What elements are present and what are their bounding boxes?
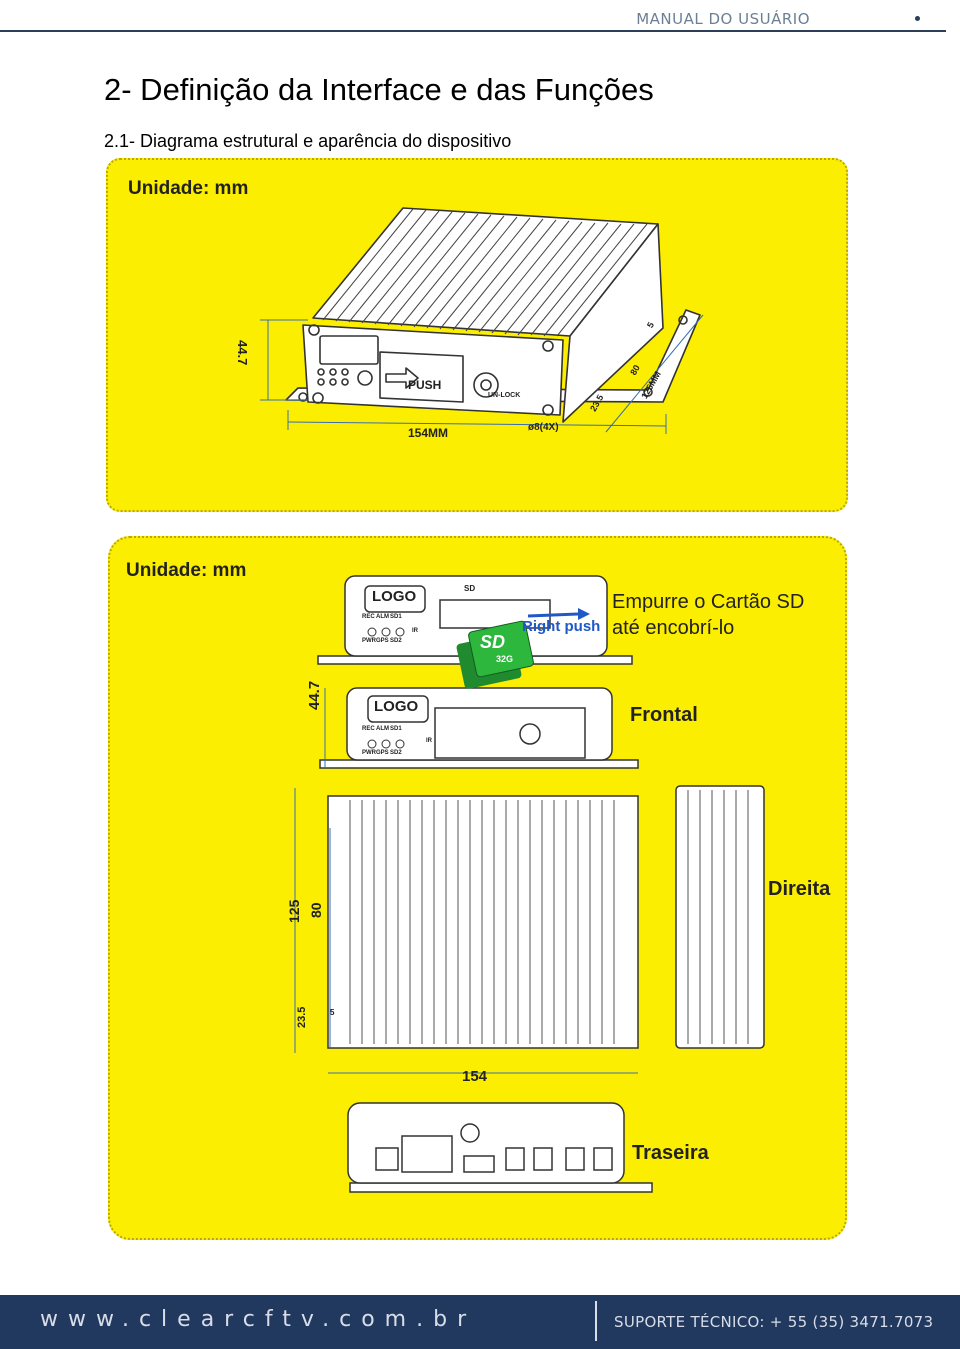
- website-link[interactable]: www.clearcftv.com.br: [40, 1307, 477, 1332]
- sd-card-text: SD: [480, 632, 506, 652]
- dimension-width-label: 154MM: [408, 426, 449, 440]
- footer-bar: www.clearcftv.com.br SUPORTE TÉCNICO: + …: [0, 1295, 960, 1349]
- logo-label: LOGO: [372, 588, 417, 605]
- led-label-alm-front: ALM: [376, 726, 389, 732]
- led-label-gps-front: GPS: [376, 750, 389, 756]
- dimension-hole-offset-label-2: 5: [330, 1008, 335, 1017]
- led-label-pwr-front: PWR: [362, 750, 376, 756]
- sd-card-size: 32G: [496, 654, 514, 664]
- led-label-sd1: SD1: [390, 614, 402, 620]
- rear-view-label: Traseira: [632, 1142, 709, 1164]
- header-title: MANUAL DO USUÁRIO: [636, 10, 810, 28]
- support-phone: SUPORTE TÉCNICO: + 55 (35) 3471.7073: [614, 1313, 934, 1331]
- push-label: PUSH: [408, 378, 442, 392]
- sd-slot-label: SD: [464, 584, 476, 593]
- dimension-depth-mid-label-2: 80: [308, 902, 324, 918]
- ir-label-front: IR: [426, 738, 432, 744]
- header-bullet: [915, 16, 920, 21]
- led-label-sd1-front: SD1: [390, 726, 402, 732]
- sd-instruction-line2: até encobrí-lo: [612, 617, 735, 639]
- right-view-label: Direita: [768, 878, 831, 900]
- dimension-holes-label: ø8(4X): [528, 422, 559, 433]
- unlock-label: UN-LOCK: [488, 392, 521, 399]
- isometric-device-drawing: [260, 207, 704, 434]
- ir-label: IR: [412, 628, 418, 634]
- led-label-alm: ALM: [376, 614, 389, 620]
- header-rule: [0, 30, 946, 32]
- led-label-sd2: SD2: [390, 638, 402, 644]
- dimension-height-label-2: 44.7: [306, 680, 323, 710]
- right-push-label: Right push: [522, 618, 601, 635]
- dimension-height-label: 44.7: [235, 340, 250, 366]
- led-label-sd2-front: SD2: [390, 750, 402, 756]
- led-label-gps: GPS: [376, 638, 389, 644]
- footer-divider: [595, 1301, 597, 1341]
- orthographic-diagram-panel: Unidade: mm: [108, 536, 847, 1240]
- led-label-pwr: PWR: [362, 638, 376, 644]
- led-label-rec: REC: [362, 614, 375, 620]
- orthographic-device-drawing: [294, 575, 765, 1193]
- section-subtitle: 2.1- Diagrama estrutural e aparência do …: [104, 131, 512, 151]
- unit-label-2: Unidade: mm: [126, 560, 247, 581]
- isometric-diagram-panel: Unidade: mm: [106, 158, 848, 512]
- unit-label: Unidade: mm: [128, 178, 249, 199]
- front-view-label: Frontal: [630, 704, 698, 726]
- dimension-width-label-2: 154: [462, 1068, 488, 1085]
- led-label-rec-front: REC: [362, 726, 375, 732]
- dimension-depth-full-label-2: 125: [286, 899, 302, 923]
- logo-label-front: LOGO: [374, 698, 419, 715]
- section-title: 2- Definição da Interface e das Funções: [104, 72, 654, 107]
- sd-instruction-line1: Empurre o Cartão SD: [612, 591, 805, 613]
- dimension-depth-small-label-2: 23.5: [296, 1006, 308, 1028]
